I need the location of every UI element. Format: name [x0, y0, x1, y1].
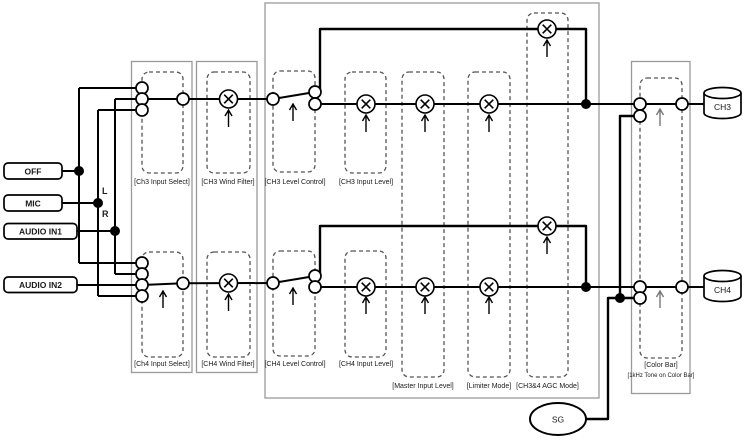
- ch4-input-level-arrow-icon: [361, 295, 371, 314]
- ch3-output-label: CH3: [714, 102, 731, 112]
- limiter-mode-label: [Limiter Mode]: [467, 383, 511, 390]
- input-off-label: OFF: [25, 167, 42, 177]
- ch3-input-level-block: [344, 71, 387, 174]
- ch4-output-label: CH4: [714, 285, 731, 295]
- master-ch4-arrow-icon: [420, 295, 430, 314]
- input-audio-in1-label: AUDIO IN1: [19, 227, 62, 237]
- ch4-input-level-block: [344, 250, 387, 358]
- limiter-ch4-arrow-icon: [484, 295, 494, 314]
- level-agc-container: [264, 2, 600, 399]
- audio-in1-junction-dot: [110, 226, 120, 236]
- input-audio-in2-label: AUDIO IN2: [19, 280, 62, 290]
- ch3-wind-filter-label: [CH3 Wind Filter]: [201, 179, 254, 186]
- ch4-agc-junction-dot: [581, 282, 591, 292]
- ch3-level-manual-contact: [308, 97, 322, 111]
- limiter-mode-block: [467, 71, 511, 378]
- ch4-level-input: [266, 276, 280, 290]
- mic-right-label: R: [102, 209, 109, 219]
- ch4-colorbar-output: [675, 280, 689, 294]
- agc-ch4-arrow-icon: [542, 235, 552, 254]
- ch4-wind-filter-block: [206, 251, 251, 358]
- mic-left-label: L: [102, 186, 108, 196]
- ch4-select-arrow-icon: [158, 289, 168, 308]
- ch3-input-level-label: [CH3 Input Level]: [339, 179, 393, 186]
- ch4-wind-arrow-icon: [224, 292, 233, 311]
- ch4-level-switch-arm: [272, 275, 316, 284]
- ch4-input-select-label: [Ch4 Input Select]: [134, 361, 190, 368]
- master-input-level-block: [401, 71, 445, 378]
- ch3-wind-arrow-icon: [224, 108, 233, 127]
- ch3-select-contact-mic-l: [135, 103, 149, 117]
- ch3-input-level-arrow-icon: [361, 113, 371, 132]
- input-off-box: OFF: [3, 162, 63, 180]
- ch3-level-control-label: [CH3 Level Control]: [264, 179, 325, 186]
- ch3-colorbar-arrow-icon: [655, 107, 665, 126]
- sg-branch-dot: [615, 293, 625, 303]
- ch4-output-cylinder: CH4: [703, 269, 742, 303]
- color-bar-tone-label: [1kHz Tone on Color Bar]: [628, 373, 695, 379]
- input-audio-in1-box: AUDIO IN1: [3, 222, 78, 240]
- ch3-level-switch-arm: [272, 91, 316, 100]
- ch3-wind-filter-multiplier-icon: [218, 89, 239, 109]
- agc-ch4-multiplier-icon: [537, 216, 557, 236]
- master-input-level-label: [Master Input Level]: [392, 383, 454, 390]
- ch3-input-level-multiplier-icon: [356, 94, 376, 114]
- sg-label: SG: [552, 415, 564, 425]
- limiter-ch4-multiplier-icon: [479, 277, 499, 297]
- ch3-output-cylinder: CH3: [703, 86, 742, 120]
- input-select-container: [130, 60, 193, 374]
- input-mic-box: MIC: [3, 194, 63, 212]
- agc-ch3-multiplier-icon: [537, 19, 557, 39]
- ch3-level-agc-contact: [308, 85, 322, 99]
- sg-oval: SG: [529, 402, 587, 436]
- ch3-select-output: [176, 92, 190, 106]
- ch4-wind-filter-label: [CH4 Wind Filter]: [201, 361, 254, 368]
- color-bar-block: [639, 77, 683, 359]
- wind-filter-container: [195, 60, 258, 374]
- ch3-wind-filter-block: [206, 71, 251, 174]
- ch4-colorbar-sg-contact: [633, 291, 647, 305]
- off-junction-dot: [74, 166, 84, 176]
- master-level-ch3-multiplier-icon: [415, 94, 435, 114]
- input-mic-label: MIC: [25, 199, 41, 209]
- agc-mode-block: [526, 12, 569, 378]
- ch4-level-arrow-icon: [288, 286, 298, 305]
- input-audio-in2-box: AUDIO IN2: [3, 276, 78, 294]
- ch4-level-control-label: [CH4 Level Control]: [264, 361, 325, 368]
- master-ch3-arrow-icon: [420, 113, 430, 132]
- ch3-colorbar-sg-contact: [633, 109, 647, 123]
- ch3-level-input: [266, 92, 280, 106]
- ch3-input-select-label: [Ch3 Input Select]: [134, 179, 190, 186]
- ch4-input-level-label: [CH4 Input Level]: [339, 361, 393, 368]
- ch4-select-contact-mic-r: [135, 289, 149, 303]
- master-level-ch4-multiplier-icon: [415, 277, 435, 297]
- sg-ch3-branch-wire: [618, 114, 640, 298]
- color-bar-label: [Color Bar]: [644, 362, 678, 369]
- ch3-colorbar-output: [675, 97, 689, 111]
- ch3-level-arrow-icon: [288, 102, 298, 121]
- ch4-level-manual-contact: [308, 280, 322, 294]
- agc-ch3-arrow-icon: [542, 38, 552, 57]
- ch3-agc-loop-wire: [314, 27, 588, 104]
- ch4-wind-filter-multiplier-icon: [218, 273, 239, 293]
- ch3-level-control-block: [272, 70, 316, 173]
- ch4-colorbar-arrow-icon: [655, 289, 665, 308]
- ch4-level-control-block: [272, 250, 316, 357]
- limiter-ch3-multiplier-icon: [479, 94, 499, 114]
- ch3-colorbar-main-contact: [633, 97, 647, 111]
- audio-in1-wire: [77, 98, 142, 275]
- mic-junction-dot: [93, 198, 103, 208]
- ch4-select-output: [176, 276, 190, 291]
- limiter-ch3-arrow-icon: [484, 113, 494, 132]
- ch3-agc-junction-dot: [581, 99, 591, 109]
- color-bar-container: [630, 60, 691, 395]
- ch4-input-level-multiplier-icon: [356, 277, 376, 297]
- ch3-input-select-block: [141, 71, 184, 174]
- agc-mode-label: [CH3&4 AGC Mode]: [516, 383, 579, 390]
